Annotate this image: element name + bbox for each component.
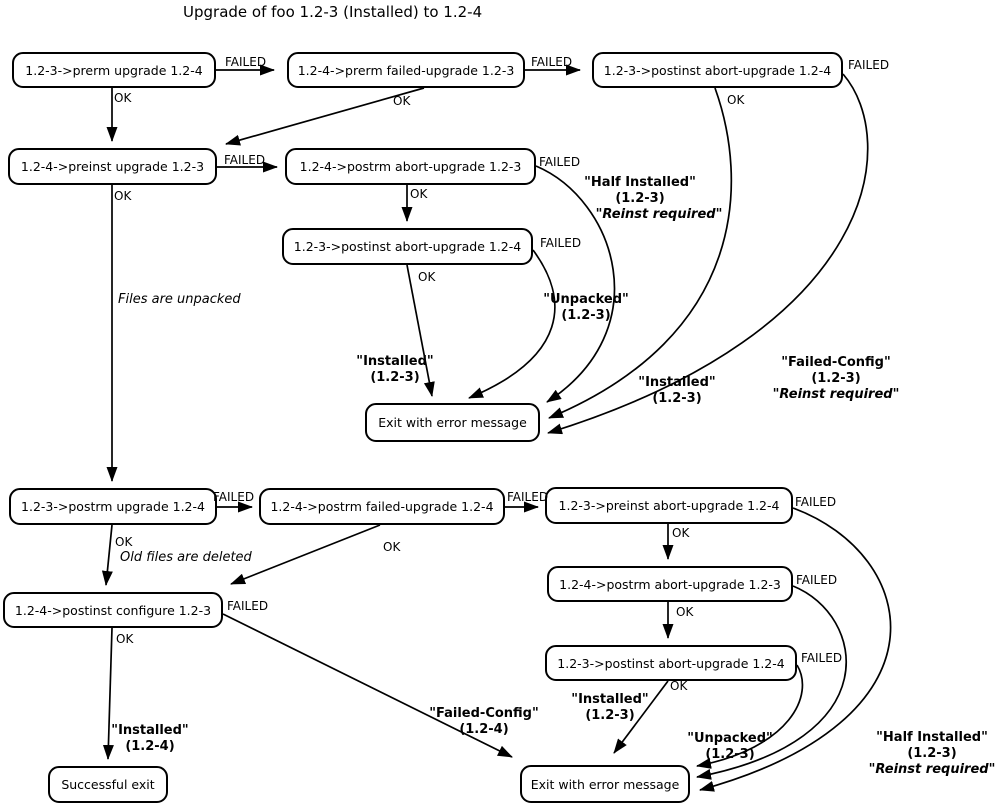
node-preinst-abort: 1.2-3->preinst abort-upgrade 1.2-4 [545,487,793,524]
node-postinst-abort-mid: 1.2-3->postinst abort-upgrade 1.2-4 [282,228,533,265]
edge-label-ok: OK [114,91,132,105]
state-label-failed-config-bot: "Failed-Config" (1.2-4) [429,706,539,737]
node-prerm-failed-upgrade: 1.2-4->prerm failed-upgrade 1.2-3 [287,52,525,88]
edge-label-ok: OK [393,94,411,108]
node-postrm-upgrade: 1.2-3->postrm upgrade 1.2-4 [9,488,217,525]
state-label-installed-mid-right: "Installed" (1.2-3) [638,375,716,406]
edge-postinstabortmid-ok [406,264,435,397]
node-preinst-upgrade: 1.2-4->preinst upgrade 1.2-3 [8,148,217,185]
edge-label-failed: FAILED [225,55,267,69]
edge-label-failed: FAILED [795,495,837,509]
edge-label-failed: FAILED [507,490,549,504]
edge-postrmabortmid-failed [535,165,616,403]
node-postrm-failed-upgrade: 1.2-4->postrm failed-upgrade 1.2-4 [259,488,505,525]
node-exit-error-bot: Exit with error message [520,765,690,803]
node-postrm-abort-mid: 1.2-4->postrm abort-upgrade 1.2-3 [285,148,536,185]
state-label-installed-bot-mid: "Installed" (1.2-3) [571,692,649,723]
edge-label-failed: FAILED [848,58,890,72]
state-label-installed-mid-left: "Installed" (1.2-3) [356,354,434,385]
edge-postinstabortbot-failed [696,664,804,769]
diagram-title: Upgrade of foo 1.2-3 (Installed) to 1.2-… [183,3,483,21]
edge-postinstaborttop-ok [548,87,733,419]
edge-postinstabortbot-ok [613,680,669,754]
state-label-installed-bot-left: "Installed" (1.2-4) [111,723,189,754]
edge-postinstabortmid-failed [468,249,556,399]
edge-label-ok: OK [115,535,133,549]
node-successful-exit: Successful exit [48,766,168,803]
edge-label-failed: FAILED [531,55,573,69]
node-postinst-abort-bot: 1.2-3->postinst abort-upgrade 1.2-4 [545,645,797,681]
state-label-half-installed-top: "Half Installed" (1.2-3) "Reinst require… [584,175,723,222]
edge-label-ok: OK [383,540,401,554]
edge-label-ok: OK [116,632,134,646]
edge-postinstaborttop-failed [547,73,869,435]
annotation-old-files-deleted: Old files are deleted [120,550,252,565]
edge-postrmupgrade-ok [101,524,113,586]
edge-postrmfailed-ok [230,524,381,585]
edge-label-ok: OK [672,526,690,540]
edge-label-ok: OK [676,605,694,619]
edge-label-failed: FAILED [213,490,255,504]
edge-label-failed: FAILED [227,599,269,613]
edge-label-failed: FAILED [540,236,582,250]
edge-preinstabort-failed [699,507,892,792]
edge-label-failed: FAILED [539,155,581,169]
edge-postinstconfigure-failed [222,613,513,758]
state-label-failed-config-top: "Failed-Config" (1.2-3) "Reinst required… [772,355,900,402]
state-label-half-installed-bot: "Half Installed" (1.2-3) "Reinst require… [868,730,996,777]
edge-label-ok: OK [410,187,428,201]
edge-label-ok: OK [670,679,688,693]
edge-label-failed: FAILED [801,651,843,665]
node-exit-error-top: Exit with error message [365,403,540,442]
edge-label-ok: OK [114,189,132,203]
edge-label-ok: OK [418,270,436,284]
state-label-unpacked-bot: "Unpacked" (1.2-3) [687,731,773,762]
edge-prermfailed-ok [225,87,425,146]
node-postinst-abort-top: 1.2-3->postinst abort-upgrade 1.2-4 [592,52,843,88]
node-prerm-upgrade: 1.2-3->prerm upgrade 1.2-4 [12,52,216,88]
edge-label-ok: OK [727,93,745,107]
edge-label-failed: FAILED [796,573,838,587]
edge-postinstconfigure-ok [102,627,114,760]
state-label-unpacked-top: "Unpacked" (1.2-3) [543,292,629,323]
edge-postrmabortbot-failed [696,585,848,780]
edge-label-failed: FAILED [224,153,266,167]
node-postrm-abort-bot: 1.2-4->postrm abort-upgrade 1.2-3 [547,566,793,602]
node-postinst-configure: 1.2-4->postinst configure 1.2-3 [3,592,223,628]
annotation-files-unpacked: Files are unpacked [118,292,241,307]
